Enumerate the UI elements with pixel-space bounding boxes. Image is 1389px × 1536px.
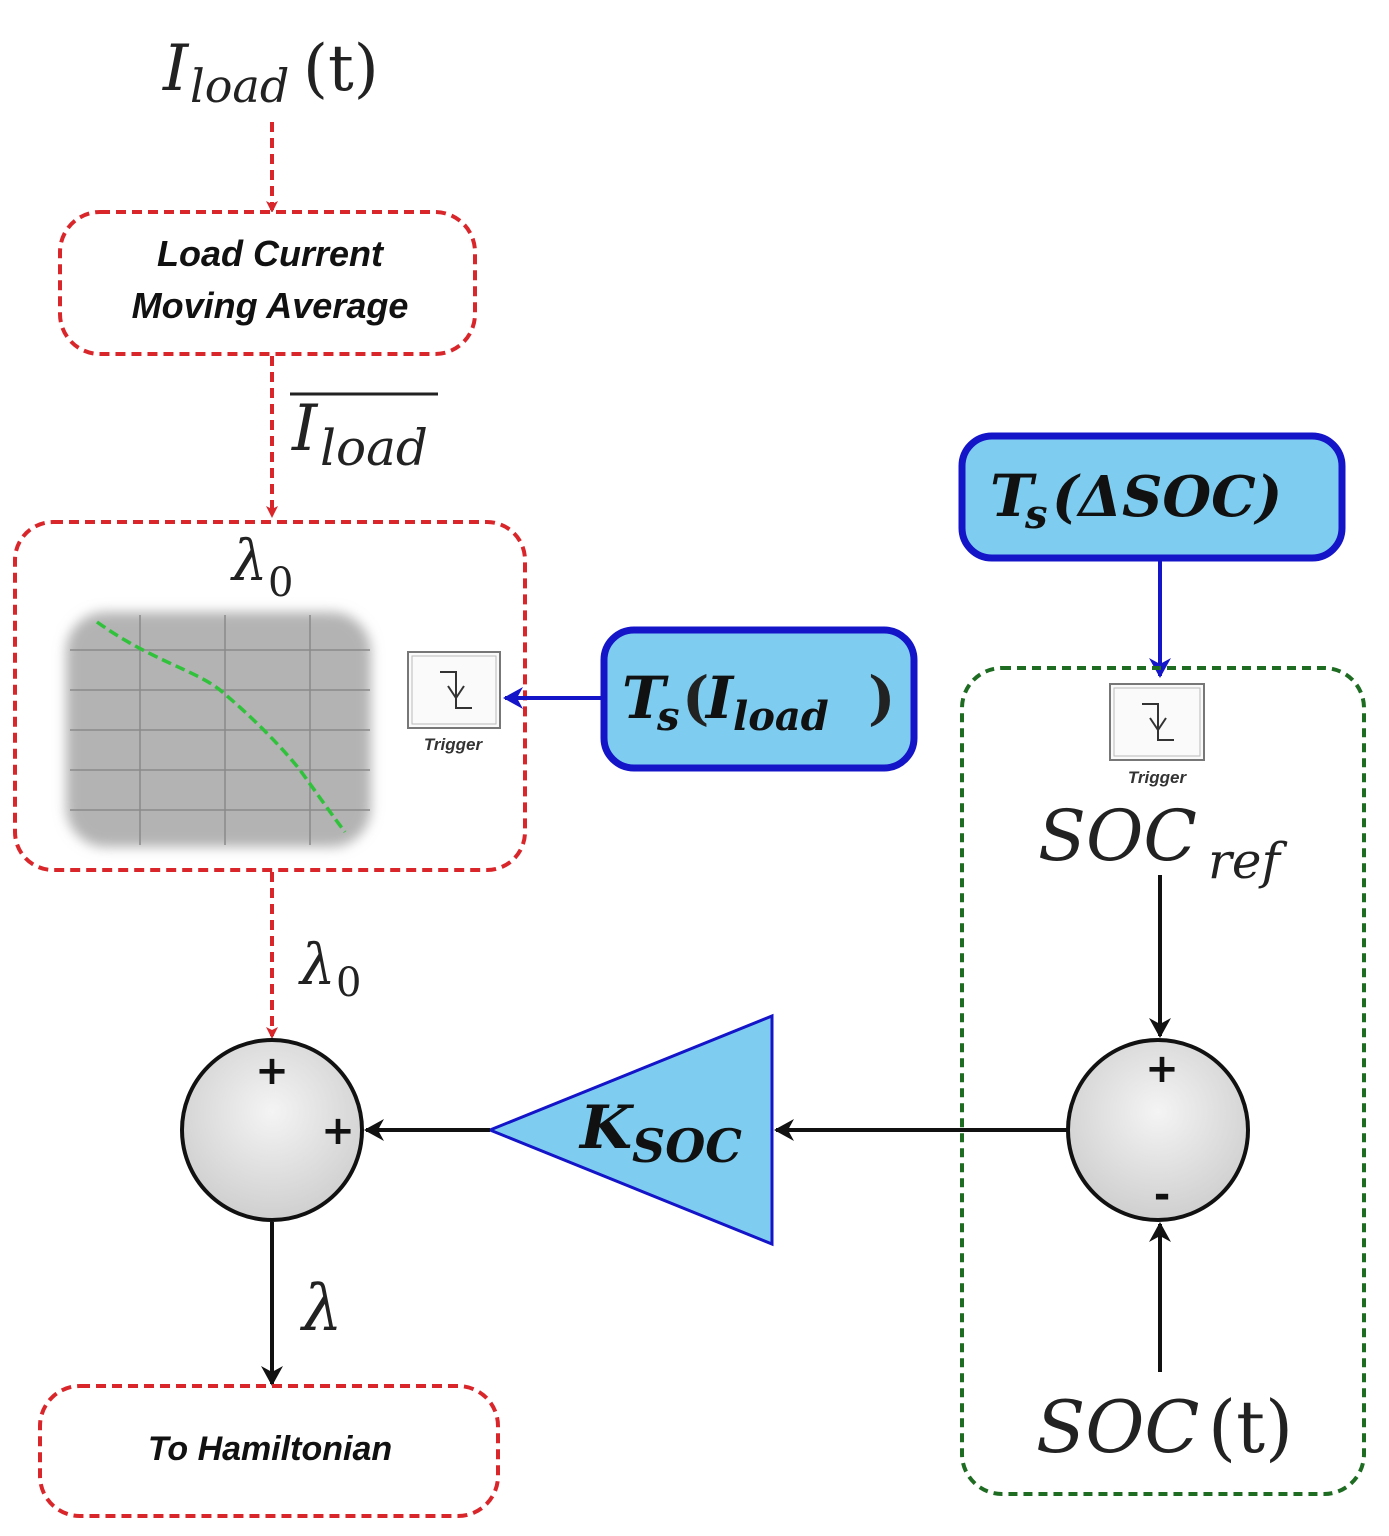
iload-average-label: I load	[290, 392, 438, 477]
moving-average-block[interactable]: Load Current Moving Average	[58, 210, 477, 356]
svg-text:I: I	[291, 392, 319, 466]
svg-text:load: load	[320, 419, 428, 477]
lambda-summer[interactable]: + +	[180, 1038, 364, 1222]
soc-summer[interactable]: + -	[1066, 1038, 1250, 1222]
ts-iload-block[interactable]: T s ( I load )	[600, 626, 918, 772]
soc-trigger-icon: Trigger	[1109, 683, 1205, 787]
svg-text:To Hamiltonian: To Hamiltonian	[148, 1430, 392, 1468]
svg-text:): )	[868, 664, 895, 732]
lookup-title: λ 0	[230, 529, 293, 606]
lambda0-lookup-block[interactable]: λ 0 Trigger	[13, 520, 527, 872]
svg-text:SOC: SOC	[1036, 1385, 1199, 1469]
svg-text:0: 0	[336, 960, 361, 1006]
lambda-summer-plus-right: +	[321, 1108, 355, 1154]
iload-input-label: I load (t)	[162, 32, 379, 113]
ksoc-gain-block[interactable]: K SOC	[485, 1013, 774, 1247]
soc-summer-plus: +	[1145, 1046, 1179, 1092]
svg-text:s: s	[656, 693, 680, 740]
soc-error-block[interactable]: Trigger SOC ref SOC (t)	[960, 666, 1366, 1496]
lookup-curve-plot	[66, 612, 371, 847]
svg-text:0: 0	[268, 560, 293, 606]
svg-text:I: I	[162, 32, 190, 106]
svg-text:(t): (t)	[303, 32, 379, 106]
svg-text:load: load	[733, 693, 829, 740]
soc-summer-minus: -	[1154, 1172, 1171, 1218]
svg-text:(t): (t)	[1208, 1385, 1293, 1469]
svg-text:s: s	[1024, 491, 1048, 538]
svg-text:ref: ref	[1208, 832, 1287, 890]
svg-text:load: load	[190, 59, 289, 113]
svg-text:(: (	[682, 664, 709, 732]
lookup-trigger-icon: Trigger	[407, 651, 501, 754]
lambda-summer-plus-top: +	[255, 1048, 289, 1094]
svg-text:I: I	[704, 664, 735, 732]
svg-text:Trigger: Trigger	[424, 735, 484, 754]
svg-text:λ: λ	[230, 529, 268, 594]
svg-text:SOC: SOC	[632, 1119, 742, 1173]
lambda0-signal-label: λ 0	[298, 933, 361, 1006]
svg-text:SOC: SOC	[1038, 795, 1197, 877]
lambda-signal-label: λ	[299, 1272, 343, 1346]
socref-label: SOC ref	[1038, 795, 1287, 890]
svg-text:K: K	[578, 1093, 635, 1163]
svg-text:λ: λ	[298, 933, 336, 998]
svg-text:T: T	[622, 664, 669, 732]
svg-text:T: T	[990, 462, 1037, 530]
ts-dsoc-block[interactable]: T s (ΔSOC)	[958, 432, 1346, 562]
svg-text:Trigger: Trigger	[1128, 768, 1188, 787]
moving-average-line2: Moving Average	[132, 285, 409, 326]
soct-label: SOC (t)	[1036, 1385, 1293, 1469]
moving-average-line1: Load Current	[157, 233, 385, 274]
svg-text:(ΔSOC): (ΔSOC)	[1052, 464, 1282, 530]
to-hamiltonian-block[interactable]: To Hamiltonian	[38, 1384, 500, 1518]
